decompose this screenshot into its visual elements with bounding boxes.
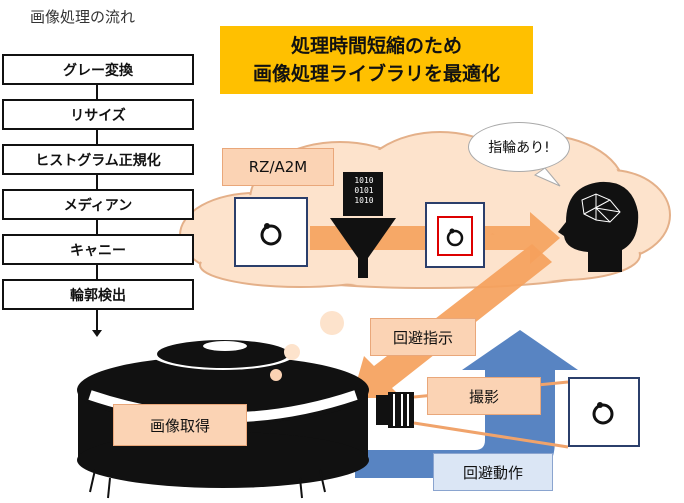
avoid-move-label: 回避動作 xyxy=(433,453,553,491)
step-gray-convert: グレー変換 xyxy=(2,54,194,85)
head-icon xyxy=(558,181,639,272)
section-title: 画像処理の流れ xyxy=(30,8,136,26)
binary-line: 1010 xyxy=(354,196,374,205)
binary-line: 0101 xyxy=(354,186,374,195)
captured-image xyxy=(568,377,640,447)
step-resize: リサイズ xyxy=(2,99,194,130)
banner-line2: 画像処理ライブラリを最適化 xyxy=(252,63,500,85)
cloud-dot-small xyxy=(284,344,300,360)
camera-icon xyxy=(376,392,414,428)
step-contour: 輪郭検出 xyxy=(2,279,194,310)
cloud-dot-large xyxy=(320,311,344,335)
detected-image xyxy=(425,202,485,268)
speech-bubble: 指輪あり! xyxy=(468,122,570,172)
step-connector xyxy=(96,130,98,144)
banner: 処理時間短縮のため 画像処理ライブラリを最適化 xyxy=(220,26,533,94)
step-connector xyxy=(96,175,98,189)
speech-tail xyxy=(533,167,561,187)
step-histogram: ヒストグラム正規化 xyxy=(2,144,194,175)
capture-label: 撮影 xyxy=(427,377,541,415)
binary-data: 1010 0101 1010 xyxy=(347,176,381,206)
step-median: メディアン xyxy=(2,189,194,220)
binary-line: 1010 xyxy=(354,176,374,185)
ring-icon xyxy=(592,402,614,425)
step-connector xyxy=(96,220,98,234)
step-connector xyxy=(96,265,98,279)
input-image xyxy=(234,197,308,267)
step-connector xyxy=(96,85,98,99)
ring-icon xyxy=(446,228,464,247)
detection-box xyxy=(437,216,473,256)
platform-label: RZ/A2M xyxy=(222,148,334,186)
image-acquire-label: 画像取得 xyxy=(113,404,247,446)
step-canny: キャニー xyxy=(2,234,194,265)
banner-line1: 処理時間短縮のため xyxy=(290,35,462,57)
avoid-instruction-label: 回避指示 xyxy=(370,318,476,356)
funnel-icon xyxy=(330,172,396,278)
pipeline-arrow-head xyxy=(92,330,102,337)
ring-icon xyxy=(260,223,282,246)
